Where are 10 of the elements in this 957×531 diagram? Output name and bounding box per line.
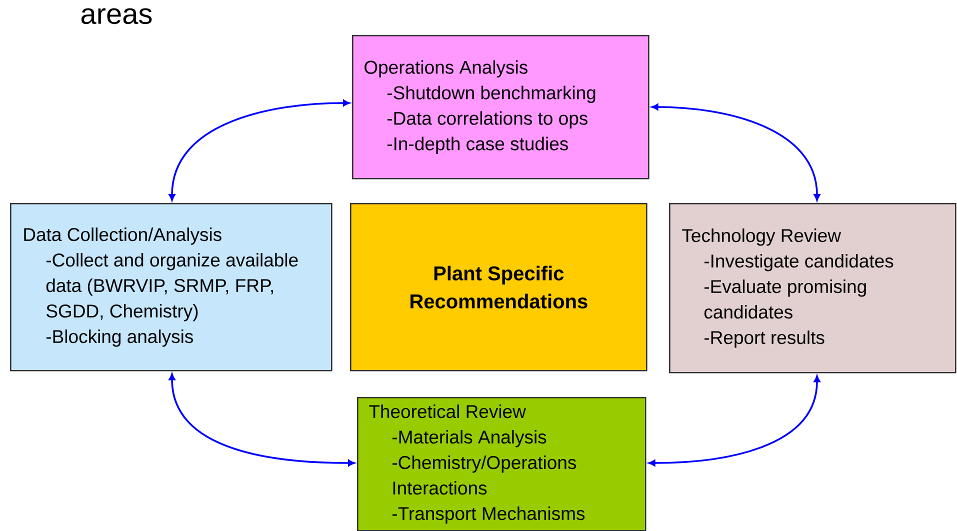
process-box: Theoretical Review -Materials Analysis -Chemistry/Operations Interactions -Transport Mechanisms: [357, 397, 646, 531]
heading: areas: [81, 8, 152, 24]
arrow: [168, 100, 350, 201]
arrow: [648, 376, 820, 466]
arrow: [168, 374, 355, 466]
process-box: Operations Analysis -Shutdown benchmarking -Data correlations to ops -In-depth case studies: [352, 35, 650, 180]
process-box: Data Collection/Analysis -Collect and organize available data (BWRVIP, SRMP, FRP, SGDD, Chemistry) -Blocking analysis: [10, 203, 332, 372]
arrow: [652, 104, 820, 201]
process-box: Technology Review -Investigate candidates -Evaluate promising candidates -Report results: [669, 203, 956, 374]
result-box: Plant Specific Recommendations: [350, 203, 648, 372]
